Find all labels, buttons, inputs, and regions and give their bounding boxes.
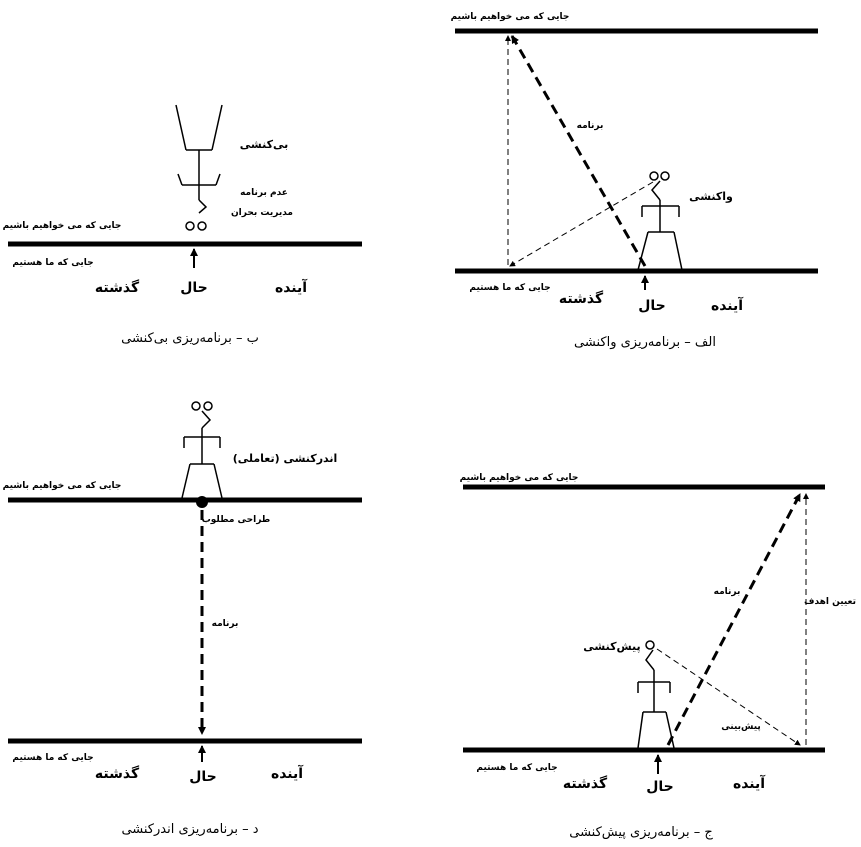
alef-present-label: حال [638,298,666,314]
jim-present-label: حال [646,779,674,795]
alef-plan-label: برنامه [577,121,604,131]
be-present-label: حال [180,280,208,296]
jim-plan-label: برنامه [714,587,741,597]
jim-actor-label: پیش‌کنشی [583,640,640,653]
dal-stick-figure [181,401,223,499]
panel-dal: جایی که می خواهیم باشیم اندرکنشی (تعاملی… [3,401,362,837]
dal-present-label: حال [189,769,217,785]
jim-future-label: آینده [733,774,766,792]
jim-goal-label: تعیین اهدف [804,597,856,607]
dal-top-label: جایی که می خواهیم باشیم [3,481,122,491]
dal-design-point [196,496,208,508]
jim-forecast-label: پیش‌بینی [721,722,761,732]
alef-caption: الف – برنامه‌ریزی واکنشی [574,335,716,350]
be-actor-label: بی‌کنشی [240,138,288,151]
dal-caption: د – برنامه‌ریزی اندرکنشی [121,822,258,837]
jim-bottom-label: جایی که ما هستیم [476,763,557,773]
panel-be: جایی که می خواهیم باشیم جایی که ما هستیم… [3,104,362,346]
be-bottom-label: جایی که ما هستیم [12,258,93,268]
alef-future-label: آینده [711,296,744,314]
panel-jim: جایی که می خواهیم باشیم تعیین اهدف برنام… [460,473,856,840]
dal-design-label: طراحی مطلوب [202,515,271,525]
jim-plan-arrow [666,493,802,746]
alef-backward-arrow [509,181,654,267]
be-note2: مدیریت بحران [231,208,293,218]
panel-alef: جایی که می خواهیم باشیم برنامه واکنشی جا… [451,12,818,350]
alef-actor-label: واکنشی [689,190,733,203]
jim-caption: ج – برنامه‌ریزی پیش‌کنشی [569,825,713,840]
jim-top-label: جایی که می خواهیم باشیم [460,473,579,483]
be-caption: ب – برنامه‌ریزی بی‌کنشی [121,331,259,346]
jim-past-label: گذشته [563,775,608,792]
dal-actor-label: اندرکنشی (تعاملی) [233,452,338,465]
be-past-label: گذشته [95,279,140,296]
dal-future-label: آینده [271,764,304,782]
alef-plan-arrow [510,35,647,267]
alef-bottom-label: جایی که ما هستیم [469,283,550,293]
dal-past-label: گذشته [95,765,140,782]
dal-plan-label: برنامه [212,619,239,629]
be-future-label: آینده [275,278,308,296]
dal-bottom-label: جایی که ما هستیم [12,753,93,763]
be-stick-figure [175,104,223,231]
be-top-label: جایی که می خواهیم باشیم [3,221,122,231]
alef-past-label: گذشته [559,290,604,307]
alef-stick-figure [637,171,683,271]
alef-top-label: جایی که می خواهیم باشیم [451,12,570,22]
be-note1: عدم برنامه [240,188,288,198]
jim-stick-figure [637,640,675,749]
jim-forecast-arrow [656,648,801,746]
